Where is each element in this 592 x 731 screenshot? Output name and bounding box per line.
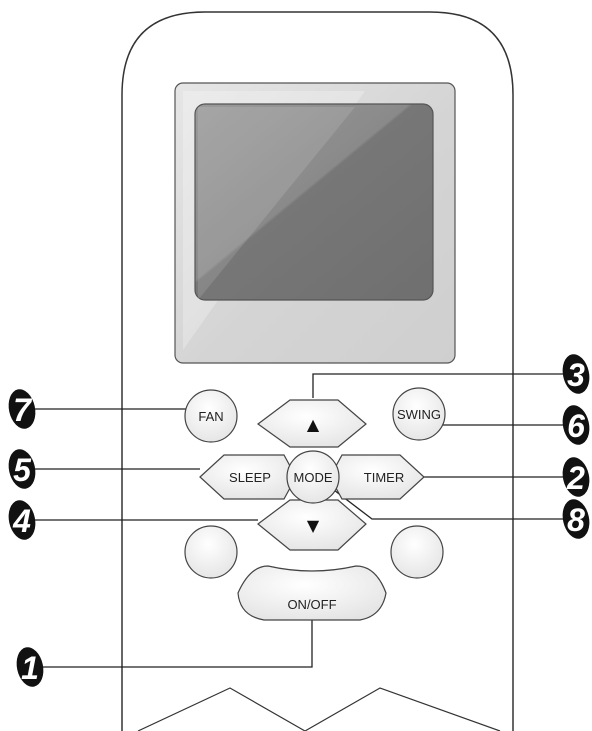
callout-1-number: 1 bbox=[21, 650, 39, 686]
callout-4-number: 4 bbox=[12, 503, 31, 539]
callout-2: 2 bbox=[562, 457, 590, 497]
callout-1: 1 bbox=[16, 647, 44, 687]
callout-6-number: 6 bbox=[567, 408, 585, 444]
callout-6: 6 bbox=[562, 405, 590, 445]
up-arrow-icon: ▲ bbox=[307, 415, 320, 434]
blank-left-button[interactable] bbox=[184, 525, 238, 579]
callout-7-number: 7 bbox=[13, 392, 33, 428]
blank-right-button[interactable] bbox=[390, 525, 444, 579]
callout-2-number: 2 bbox=[566, 460, 585, 496]
on-off-button[interactable]: ON/OFF bbox=[237, 565, 387, 621]
lcd-glare bbox=[198, 107, 355, 300]
callout-8: 8 bbox=[562, 499, 590, 539]
callout-5-number: 5 bbox=[13, 452, 32, 488]
mode-button-label: MODE bbox=[294, 470, 333, 485]
swing-button-label: SWING bbox=[397, 407, 441, 422]
down-button[interactable]: ▼ bbox=[257, 499, 367, 551]
fan-button[interactable]: FAN bbox=[184, 389, 238, 443]
callout-5: 5 bbox=[8, 449, 36, 489]
callout-8-number: 8 bbox=[567, 502, 585, 538]
timer-button[interactable]: TIMER bbox=[329, 454, 425, 500]
break-line bbox=[137, 687, 501, 731]
callout-4: 4 bbox=[8, 500, 36, 540]
sleep-button-label: SLEEP bbox=[229, 470, 271, 485]
down-arrow-icon: ▼ bbox=[307, 516, 320, 535]
on-off-button-label: ON/OFF bbox=[287, 597, 336, 612]
callout-7: 7 bbox=[8, 389, 36, 429]
callout-3: 3 bbox=[562, 354, 590, 394]
swing-button[interactable]: SWING bbox=[392, 387, 446, 441]
timer-button-label: TIMER bbox=[364, 470, 404, 485]
lcd-screen bbox=[194, 103, 434, 301]
mode-button[interactable]: MODE bbox=[286, 450, 340, 504]
up-button[interactable]: ▲ bbox=[256, 399, 367, 448]
callout-3-number: 3 bbox=[567, 357, 585, 393]
fan-button-label: FAN bbox=[198, 409, 223, 424]
